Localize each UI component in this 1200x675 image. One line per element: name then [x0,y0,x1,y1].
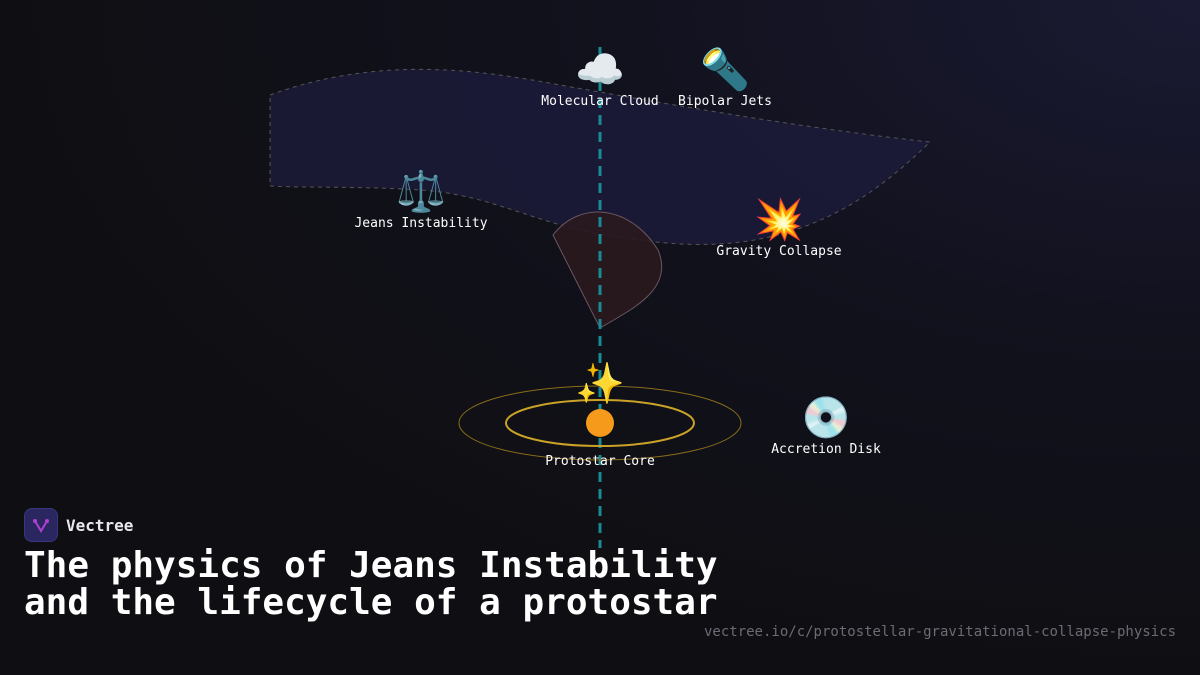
node-label: Accretion Disk [771,442,881,457]
node-jeans-instability: ⚖️Jeans Instability [354,168,487,231]
collapse-wedge [552,211,663,329]
outer-orbit [458,385,742,461]
collision-icon: 💥 [754,197,804,243]
node-label: Gravity Collapse [716,244,842,259]
node-label: Jeans Instability [354,216,488,231]
node-gravity-collapse: 💥Gravity Collapse [716,196,841,259]
inner-orbit [505,399,695,447]
flashlight-icon: 🔦 [700,47,750,93]
sparkles-icon: ✨ [575,361,625,407]
node-label: Molecular Cloud [541,94,659,109]
node-bipolar-jets: 🔦Bipolar Jets [678,46,772,109]
cloud-icon: ☁️ [575,47,625,93]
node-accretion-disk: 💿Accretion Disk [771,394,881,457]
source-url: vectree.io/c/protostellar-gravitational-… [703,624,1176,640]
page-title: The physics of Jeans Instability and the… [24,545,718,623]
node-molecular-cloud: ☁️Molecular Cloud [541,46,658,109]
brand: Vectree [24,508,133,542]
vectree-logo-icon [24,508,58,542]
node-label: Protostar Core [545,454,655,469]
node-protostar-core: ✨ Protostar Core [545,360,655,469]
brand-name: Vectree [66,515,134,535]
node-label: Bipolar Jets [678,94,772,109]
protostar-sphere [586,409,614,437]
disc-icon: 💿 [801,395,851,441]
scales-icon: ⚖️ [396,169,446,215]
